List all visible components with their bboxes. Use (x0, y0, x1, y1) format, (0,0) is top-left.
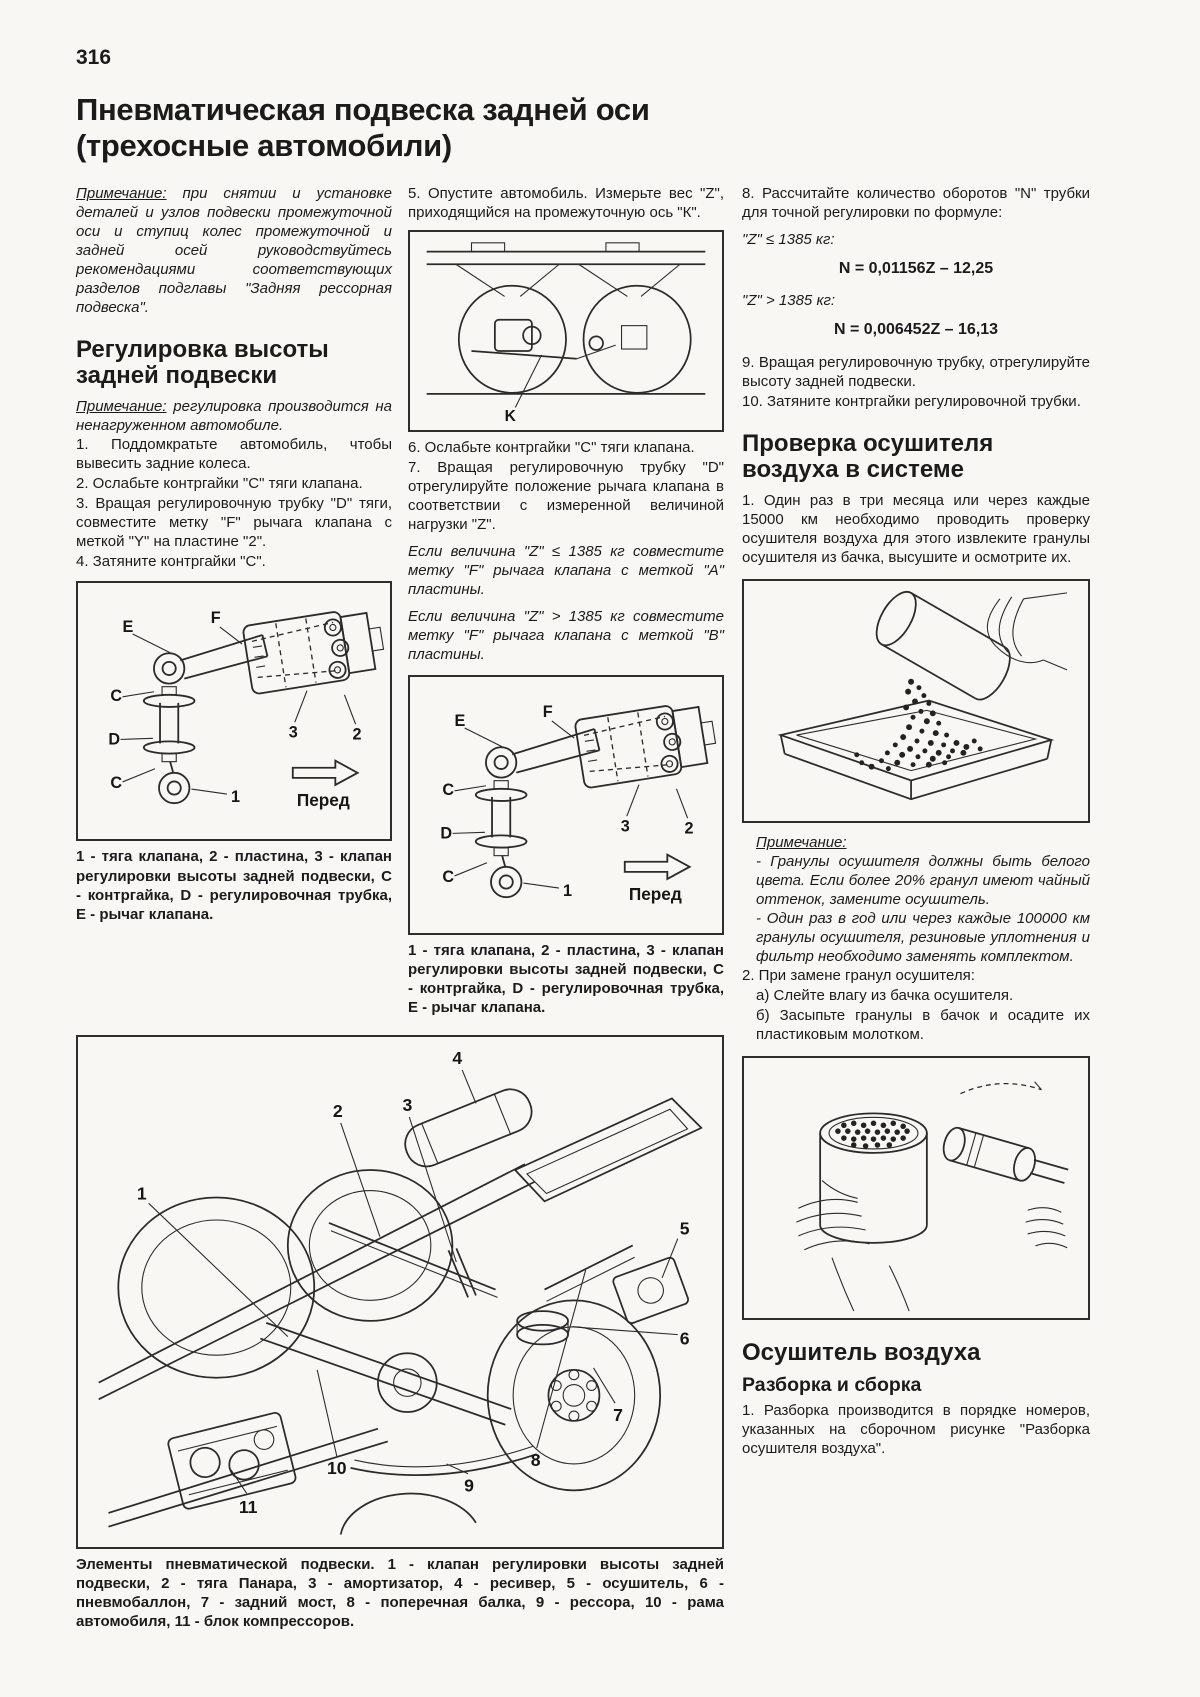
step-3: 3. Вращая регулировочную трубку "D" тяги… (76, 495, 392, 551)
callout-8: 8 (531, 1450, 541, 1470)
forward-label: Перед (297, 791, 350, 811)
callout-10: 10 (327, 1457, 347, 1477)
page-title: Пневматическая подвеска задней оси (трех… (76, 92, 650, 163)
valve-linkage-figure-2: E F C D C 1 3 2 Перед (408, 674, 724, 935)
figure-caption: 1 - тяга клапана, 2 - пластина, 3 - клап… (408, 941, 724, 1016)
label-1: 1 (563, 882, 572, 900)
formula-2: N = 0,006452Z – 16,13 (833, 321, 999, 339)
label-2: 2 (685, 819, 694, 837)
label-1: 1 (231, 789, 240, 807)
forward-label: Перед (629, 884, 682, 904)
valve-linkage-drawing: E F C D C 1 3 2 Перед (440, 702, 717, 904)
granules-pour-drawing (777, 590, 1068, 801)
callout-9: 9 (464, 1475, 474, 1495)
label-D: D (440, 824, 452, 842)
note-label-row: Примечание: (756, 833, 847, 851)
dryer-step-2b: б) Засыпьте гранулы в бачок и осадите их… (756, 1007, 1090, 1044)
label-E: E (123, 618, 134, 636)
condition-b: Если величина "Z" > 1385 кг совместите м… (408, 608, 724, 664)
callout-11: 11 (239, 1497, 258, 1517)
note-label: Примечание: (76, 398, 167, 416)
label-F: F (211, 609, 221, 627)
label-3: 3 (621, 817, 630, 835)
condition-2: "Z" > 1385 кг: (742, 292, 836, 310)
label-C: C (110, 687, 122, 705)
dryer-note-block: Примечание: - Гранулы осушителя должны б… (742, 833, 1090, 966)
granules-tray-figure (742, 578, 1090, 823)
canister-mallet-drawing (796, 1081, 1069, 1312)
label-F: F (543, 702, 553, 720)
column-3: 8. Рассчитайте количество оборотов "N" т… (742, 184, 1090, 1631)
callout-6: 6 (680, 1328, 690, 1348)
note-removal: Примечание: при снятии и установке детал… (76, 184, 392, 317)
label-C2: C (442, 868, 454, 886)
callout-7: 7 (613, 1405, 623, 1425)
note-item-2: - Один раз в год или через каждые 100000… (756, 910, 1090, 966)
label-K: K (505, 408, 517, 425)
callout-3: 3 (402, 1095, 412, 1115)
dryer-step-2a: а) Слейте влагу из бачка осушителя. (756, 987, 1014, 1005)
callout-1: 1 (137, 1183, 147, 1203)
disassembly-step-1: 1. Разборка производится в порядке номер… (742, 1402, 1090, 1458)
note-text: регулировка производится на ненагруженно… (76, 398, 393, 435)
label-D: D (108, 731, 120, 749)
figure-caption: 1 - тяга клапана, 2 - пластина, 3 - клап… (76, 848, 392, 923)
dryer-step-1: 1. Один раз в три месяца или через кажды… (742, 491, 1090, 566)
axle-side-view-drawing: K (426, 242, 706, 425)
callout-2: 2 (333, 1101, 343, 1121)
note-label: Примечание: (76, 184, 167, 202)
formula-1: N = 0,01156Z – 12,25 (838, 260, 994, 278)
label-3: 3 (289, 724, 298, 742)
note-unloaded: Примечание: регулировка производится на … (76, 397, 392, 435)
condition-a: Если величина "Z" ≤ 1385 кг совместите м… (408, 543, 724, 599)
step-6: 6. Ослабьте контргайки "C" тяги клапана. (408, 439, 695, 456)
page-content: Примечание: при снятии и установке детал… (76, 184, 1090, 1631)
page-number: 316 (76, 46, 112, 69)
forward-arrow-icon: Перед (623, 852, 692, 904)
label-C2: C (110, 774, 122, 792)
step-1: 1. Поддомкратьте автомобиль, чтобы вывес… (76, 436, 392, 473)
label-C: C (442, 780, 454, 798)
note-item-1: - Гранулы осушителя должны быть белого ц… (756, 852, 1090, 908)
step-4: 4. Затяните контргайки "C". (76, 553, 266, 571)
section-heading-dryer-check: Проверка осушителя воздуха в системе (742, 429, 994, 483)
section-heading-height-adjust: Регулировка высоты задней подвески (76, 336, 329, 390)
step-5: 5. Опустите автомобиль. Измерьте вес "Z"… (408, 184, 724, 221)
column-2: 5. Опустите автомобиль. Измерьте вес "Z"… (408, 184, 724, 1017)
valve-linkage-figure: E F C D C 1 3 2 Перед (76, 581, 392, 842)
chassis-figure-caption: Элементы пневматической подвески. 1 - кл… (76, 1555, 724, 1630)
label-E: E (455, 711, 466, 729)
valve-linkage-drawing: E F C D C 1 3 2 Перед (108, 609, 385, 811)
step-8: 8. Рассчитайте количество оборотов "N" т… (742, 184, 1090, 221)
columns-1-2: Примечание: при снятии и установке детал… (76, 184, 724, 1017)
chassis-figure: 1 2 3 4 5 6 7 8 9 10 11 (76, 1034, 724, 1549)
note-text: при снятии и установке деталей и узлов п… (76, 184, 392, 317)
dryer-step-2: 2. При замене гранул осушителя: (742, 967, 975, 985)
canister-mallet-figure (742, 1056, 1090, 1321)
step-9: 9. Вращая регулировочную трубку, отрегул… (742, 353, 1090, 390)
step-2: 2. Ослабьте контргайки "C" тяги клапана. (76, 475, 363, 493)
condition-1: "Z" ≤ 1385 кг: (742, 231, 835, 248)
manual-page: 316 Пневматическая подвеска задней оси (… (76, 46, 1090, 1631)
left-zone: Примечание: при снятии и установке детал… (76, 184, 724, 1631)
axle-weight-figure: K (408, 230, 724, 432)
step-7: 7. Вращая регулировочную трубку "D" отре… (408, 459, 724, 534)
step-10: 10. Затяните контргайки регулировочной т… (742, 392, 1081, 410)
callout-4: 4 (452, 1048, 462, 1068)
label-2: 2 (353, 726, 362, 744)
subheading-disassembly: Разборка и сборка (742, 1374, 922, 1397)
callout-5: 5 (680, 1218, 690, 1238)
forward-arrow-icon: Перед (291, 759, 360, 811)
chassis-isometric-drawing: 1 2 3 4 5 6 7 8 9 10 11 (98, 1048, 703, 1535)
section-heading-air-dryer: Осушитель воздуха (742, 1339, 981, 1367)
column-1: Примечание: при снятии и установке детал… (76, 184, 392, 1017)
